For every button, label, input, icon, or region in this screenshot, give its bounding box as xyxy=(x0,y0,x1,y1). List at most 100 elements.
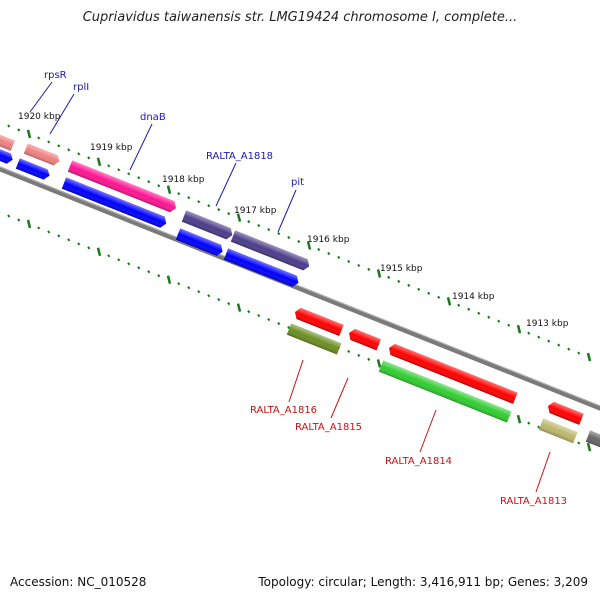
outer-major-tick xyxy=(376,269,382,278)
backbone xyxy=(0,166,600,411)
summary-text: Topology: circular; Length: 3,416,911 bp… xyxy=(258,575,588,589)
inner-minor-tick xyxy=(357,353,361,358)
inner-minor-tick xyxy=(217,298,221,302)
outer-minor-tick xyxy=(437,295,441,299)
outer-minor-tick xyxy=(137,176,141,180)
kbp-labels: 1920 kbp 1919 kbp 1918 kbp 1917 kbp 1916… xyxy=(18,112,569,329)
tick-label: 1916 kbp xyxy=(307,235,350,245)
inner-minor-tick xyxy=(347,349,351,354)
cds-feature[interactable] xyxy=(286,323,342,355)
accession-text: Accession: NC_010528 xyxy=(10,575,147,589)
outer-minor-tick xyxy=(407,283,411,287)
outer-minor-tick xyxy=(507,323,511,327)
outer-minor-tick xyxy=(497,319,501,323)
tick-label: 1913 kbp xyxy=(526,319,569,329)
outer-minor-tick xyxy=(157,184,161,188)
cds-feature[interactable] xyxy=(223,248,301,288)
outer-tick-row xyxy=(0,122,592,362)
feature-dnaB[interactable] xyxy=(67,160,178,213)
cds-feature[interactable] xyxy=(585,430,600,449)
gene-label-RALTA_A1815[interactable]: RALTA_A1815 xyxy=(295,422,362,433)
inner-major-tick xyxy=(236,303,242,312)
feature-RALTA_A1816[interactable] xyxy=(293,306,344,337)
outer-minor-tick xyxy=(257,223,261,228)
outer-minor-tick xyxy=(177,192,181,196)
gene-label-dnaB[interactable]: dnaB xyxy=(140,112,166,123)
outer-minor-tick xyxy=(57,144,61,148)
inner-minor-tick xyxy=(267,317,271,322)
inner-minor-tick xyxy=(67,238,71,242)
cds-feature[interactable] xyxy=(378,360,512,423)
feature-RALTA_A1813[interactable] xyxy=(546,400,584,425)
reverse-features xyxy=(286,306,600,449)
inner-minor-tick xyxy=(17,218,21,222)
tick-label: 1915 kbp xyxy=(380,264,423,274)
cds-feature[interactable] xyxy=(61,177,169,229)
inner-minor-tick xyxy=(537,425,541,429)
gene-label-RALTA_A1813[interactable]: RALTA_A1813 xyxy=(500,496,567,507)
outer-minor-tick xyxy=(567,347,571,351)
outer-minor-tick xyxy=(417,287,421,291)
inner-minor-tick xyxy=(257,313,261,318)
inner-minor-tick xyxy=(147,270,151,274)
outer-minor-tick xyxy=(227,212,231,216)
outer-minor-tick xyxy=(557,343,561,347)
outer-minor-tick xyxy=(37,136,41,140)
feature-rplI[interactable] xyxy=(23,143,62,167)
gene-label-rplI[interactable]: rplI xyxy=(73,82,89,93)
inner-minor-tick xyxy=(7,214,11,218)
inner-minor-tick xyxy=(117,258,121,262)
tick-label: 1917 kbp xyxy=(234,206,277,216)
inner-major-tick xyxy=(376,359,382,368)
forward-features xyxy=(0,130,312,288)
cds-feature[interactable] xyxy=(0,148,15,165)
cds-feature[interactable] xyxy=(175,228,225,257)
outer-minor-tick xyxy=(127,172,131,176)
outer-minor-tick xyxy=(107,164,111,168)
inner-minor-tick xyxy=(187,286,191,290)
inner-minor-tick xyxy=(57,234,61,238)
gene-label-RALTA_A1818[interactable]: RALTA_A1818 xyxy=(206,151,273,162)
feature-rpsR[interactable] xyxy=(0,130,15,151)
outer-minor-tick xyxy=(527,331,531,335)
feature-pit[interactable] xyxy=(230,230,312,271)
outer-major-tick xyxy=(26,129,32,139)
cds-feature[interactable] xyxy=(538,418,578,444)
inner-minor-tick xyxy=(227,302,231,306)
feature-RALTA_A1818[interactable] xyxy=(181,210,235,240)
inner-minor-tick xyxy=(277,321,281,326)
outer-major-tick xyxy=(96,157,102,167)
outer-major-tick xyxy=(516,324,522,334)
gene-label-RALTA_A1814[interactable]: RALTA_A1814 xyxy=(385,456,452,467)
inner-minor-tick xyxy=(247,310,251,314)
inner-minor-tick xyxy=(157,274,161,278)
inner-minor-tick xyxy=(197,290,201,294)
feature-RALTA_A1814[interactable] xyxy=(387,342,518,404)
feature-RALTA_A1815[interactable] xyxy=(347,327,381,351)
outer-minor-tick xyxy=(67,148,71,152)
outer-minor-tick xyxy=(347,259,351,264)
outer-minor-tick xyxy=(397,279,401,283)
inner-major-tick xyxy=(586,442,592,452)
inner-minor-tick xyxy=(137,266,141,270)
inner-minor-tick xyxy=(107,254,111,258)
outer-minor-tick xyxy=(457,303,461,307)
inner-minor-tick xyxy=(207,294,211,298)
outer-minor-tick xyxy=(47,140,51,144)
inner-minor-tick xyxy=(367,357,371,362)
outer-minor-tick xyxy=(327,251,331,256)
gene-label-rpsR[interactable]: rpsR xyxy=(44,70,67,81)
gene-label-RALTA_A1816[interactable]: RALTA_A1816 xyxy=(250,405,317,416)
tick-label: 1914 kbp xyxy=(452,292,495,302)
outer-minor-tick xyxy=(87,156,91,160)
inner-major-tick xyxy=(26,219,32,229)
outer-minor-tick xyxy=(207,204,211,208)
tick-label: 1918 kbp xyxy=(162,175,205,185)
gene-label-pit[interactable]: pit xyxy=(291,177,304,188)
inner-minor-tick xyxy=(77,242,81,246)
cds-feature[interactable] xyxy=(15,158,52,181)
outer-minor-tick xyxy=(267,227,271,232)
gene-labels: rpsR rplI dnaB RALTA_A1818 pit RALTA_A18… xyxy=(44,70,567,507)
outer-minor-tick xyxy=(577,351,581,355)
